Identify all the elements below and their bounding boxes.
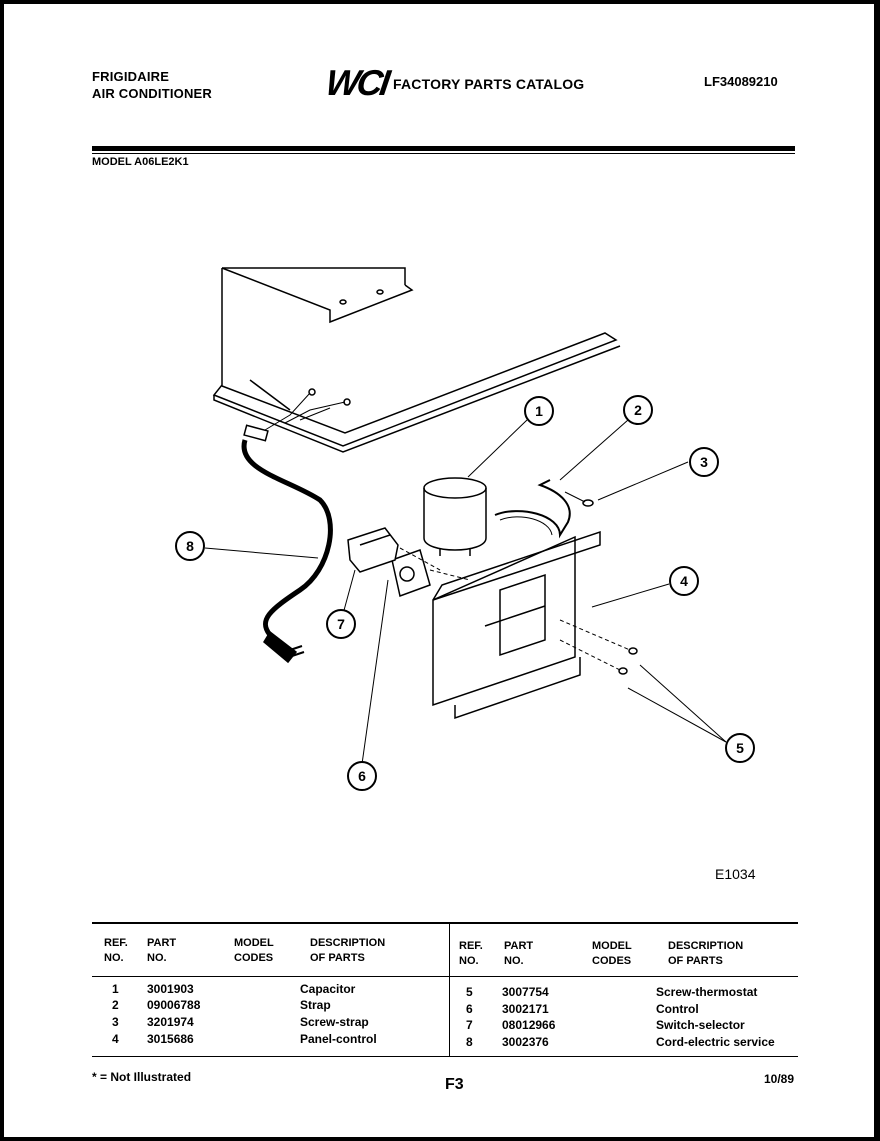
table-top-rule xyxy=(92,922,798,924)
revision-date: 10/89 xyxy=(764,1072,795,1086)
table-header-rule xyxy=(92,976,798,977)
brand-name: FRIGIDAIRE xyxy=(92,69,170,84)
callout-6: 6 xyxy=(347,761,377,791)
table-row: 8 3002376 Cord-electric service xyxy=(466,1035,775,1049)
callout-4: 4 xyxy=(669,566,699,596)
product-type: AIR CONDITIONER xyxy=(92,86,212,101)
ref-no: 6 xyxy=(466,1002,473,1016)
table-row: 1 3001903 Capacitor xyxy=(112,982,355,996)
part-no: 08012966 xyxy=(502,1018,556,1032)
exploded-parts-diagram: 1 2 3 4 5 6 7 8 xyxy=(175,267,755,791)
callout-8: 8 xyxy=(175,531,205,561)
table-row: 6 3002171 Control xyxy=(466,1002,699,1016)
switch-selector-drawing xyxy=(347,527,441,573)
part-no: 3015686 xyxy=(147,1032,194,1046)
svg-text:7: 7 xyxy=(337,616,345,632)
catalog-title: FACTORY PARTS CATALOG xyxy=(393,76,585,92)
diagram-code: E1034 xyxy=(715,866,756,882)
description: Capacitor xyxy=(300,982,356,996)
description: Screw-thermostat xyxy=(656,985,758,999)
callouts: 1 2 3 4 5 6 7 8 xyxy=(175,395,755,791)
capacitor-drawing xyxy=(423,477,487,556)
header-part-no: PART NO. xyxy=(147,937,177,964)
table-row: 4 3015686 Panel-control xyxy=(112,1032,377,1046)
parts-table: REF. NO. PART NO. MODEL CODES DESCRIPTIO… xyxy=(92,922,798,1060)
svg-text:3: 3 xyxy=(700,454,708,470)
table-row: 5 3007754 Screw-thermostat xyxy=(466,985,757,999)
panel-control-drawing xyxy=(432,530,601,720)
brand-block: FRIGIDAIRE AIR CONDITIONER xyxy=(92,68,212,102)
table-divider xyxy=(449,924,450,1056)
description: Screw-strap xyxy=(300,1015,369,1029)
part-no: 3002376 xyxy=(502,1035,549,1049)
table-row: 7 08012966 Switch-selector xyxy=(466,1018,745,1032)
header-rule-thin xyxy=(92,153,795,154)
control-drawing xyxy=(391,549,471,597)
screw-thermostat-drawing xyxy=(559,619,638,675)
svg-text:5: 5 xyxy=(736,740,744,756)
chassis-drawing xyxy=(212,267,621,453)
ref-no: 2 xyxy=(112,998,119,1012)
description: Panel-control xyxy=(300,1032,377,1046)
part-no: 3001903 xyxy=(147,982,194,996)
description: Switch-selector xyxy=(656,1018,745,1032)
ref-no: 1 xyxy=(112,982,119,996)
strap-drawing xyxy=(494,479,571,539)
description: Cord-electric service xyxy=(656,1035,775,1049)
catalog-number: LF34089210 xyxy=(704,74,778,89)
header-description: DESCRIPTION OF PARTS xyxy=(310,937,386,964)
catalog-page: FRIGIDAIRE AIR CONDITIONER WCI FACTORY P… xyxy=(4,4,874,1137)
model-line: MODEL A06LE2K1 xyxy=(92,156,189,168)
ref-no: 4 xyxy=(112,1032,119,1046)
table-row: 2 09006788 Strap xyxy=(112,998,331,1012)
svg-text:4: 4 xyxy=(680,573,688,589)
part-no: 3002171 xyxy=(502,1002,549,1016)
footnote: * = Not Illustrated xyxy=(92,1070,192,1084)
svg-text:1: 1 xyxy=(535,403,543,419)
description: Strap xyxy=(300,998,331,1012)
ref-no: 7 xyxy=(466,1018,473,1032)
callout-2: 2 xyxy=(623,395,653,425)
ref-no: 5 xyxy=(466,985,473,999)
header-model-codes-right: MODEL CODES xyxy=(592,940,632,967)
callout-7: 7 xyxy=(326,609,356,639)
header-model-codes: MODEL CODES xyxy=(234,937,274,964)
svg-text:6: 6 xyxy=(358,768,366,784)
table-row: 3 3201974 Screw-strap xyxy=(112,1015,369,1029)
svg-text:2: 2 xyxy=(634,402,642,418)
part-no: 3201974 xyxy=(147,1015,194,1029)
part-no: 3007754 xyxy=(502,985,549,999)
description: Control xyxy=(656,1002,699,1016)
power-cord-drawing xyxy=(241,388,351,664)
header-description-right: DESCRIPTION OF PARTS xyxy=(668,940,744,967)
callout-5: 5 xyxy=(725,733,755,763)
leader-lines xyxy=(204,419,727,765)
header-rule-thick xyxy=(92,146,795,151)
screw-strap-drawing xyxy=(564,491,594,507)
svg-text:8: 8 xyxy=(186,538,194,554)
page-number: F3 xyxy=(445,1076,464,1093)
callout-3: 3 xyxy=(689,447,719,477)
header-ref-no-right: REF. NO. xyxy=(459,940,483,967)
header-part-no-right: PART NO. xyxy=(504,940,534,967)
ref-no: 8 xyxy=(466,1035,473,1049)
part-no: 09006788 xyxy=(147,998,201,1012)
ref-no: 3 xyxy=(112,1015,119,1029)
header-ref-no: REF. NO. xyxy=(104,937,128,964)
table-bottom-rule xyxy=(92,1056,798,1057)
callout-1: 1 xyxy=(524,396,554,426)
